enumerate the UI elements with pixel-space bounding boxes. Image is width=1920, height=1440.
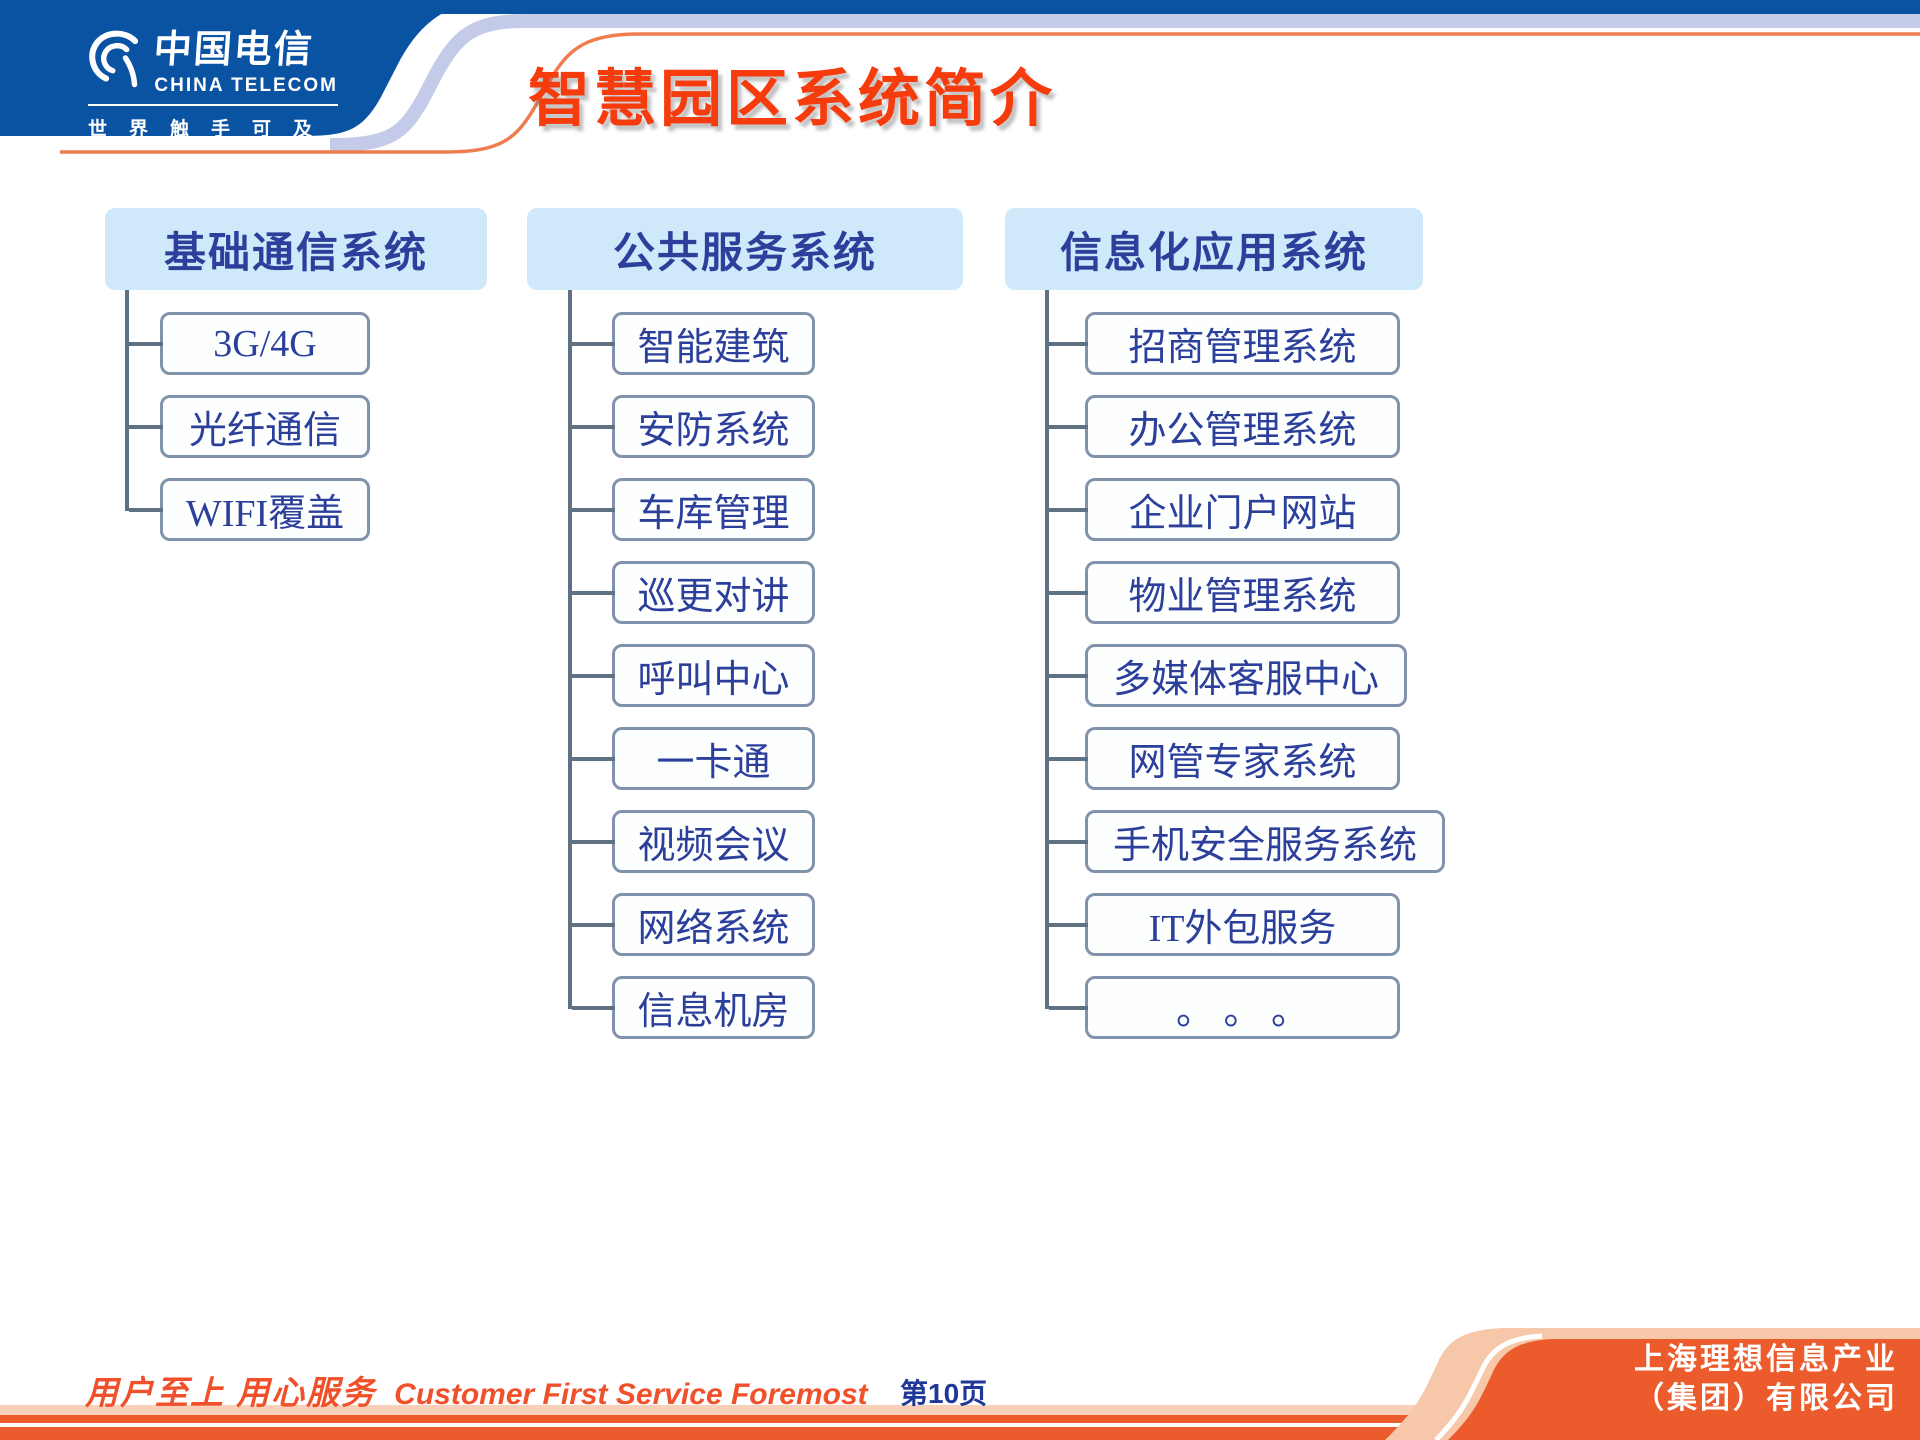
tree-node: IT外包服务 [1049,893,1400,956]
tree-node: 智能建筑 [572,312,815,375]
tree-node: 手机安全服务系统 [1048,810,1446,873]
tree-node: 视频会议 [572,810,815,873]
column-header-label: 信息化应用系统 [1059,230,1368,277]
column-header: 公共服务系统 [527,208,963,290]
company-name: 上海理想信息产业 （集团）有限公司 [1634,1340,1898,1418]
tree-node-label: 物业管理系统 [1128,576,1357,618]
column-children: 智能建筑安防系统车库管理巡更对讲呼叫中心一卡通视频会议网络系统信息机房 [527,290,963,1039]
tree-node: 安防系统 [572,395,815,458]
tree-node-label: 企业门户网站 [1128,493,1357,535]
logo-row: 中国电信 CHINA TELECOM [88,18,338,97]
tree-node-label: 网管专家系统 [1128,742,1357,784]
tree-node: WIFI覆盖 [129,478,370,541]
column-header: 基础通信系统 [105,208,487,290]
diagram-column: 基础通信系统 3G/4G 光纤通信 WIFI覆盖 [105,208,487,561]
diagram: 基础通信系统 3G/4G 光纤通信 WIFI覆盖 公共服务系统 智能建筑安防系统车库… [105,208,1446,1059]
company-name-line1: 上海理想信息产业 [1634,1343,1898,1376]
tree-node: 一卡通 [572,727,815,790]
tree-node: 招商管理系统 [1049,312,1400,375]
tree-node-label: 多媒体客服中心 [1113,659,1380,701]
tree-node: 3G/4G [129,312,370,375]
column-header-label: 公共服务系统 [612,230,877,277]
china-telecom-logo-icon [89,30,139,87]
tree-node-label: 网络系统 [637,908,790,950]
tree-node: 。 。 。 [1049,976,1400,1039]
column-header-label: 基础通信系统 [163,230,428,277]
tree-node-label: 巡更对讲 [637,576,790,618]
footer-slogan-cn: 用户至上 用心服务 [85,1374,377,1411]
tree-node: 巡更对讲 [572,561,815,624]
tree-node-label: 手机安全服务系统 [1113,825,1418,867]
tree-node: 车库管理 [572,478,815,541]
tree-node: 网络系统 [572,893,815,956]
tree-node-label: 视频会议 [637,825,790,867]
logo-divider [88,104,338,106]
brand-name-cn: 中国电信 [152,29,316,71]
tree-node: 物业管理系统 [1049,561,1400,624]
header-top-bar [0,0,1920,14]
footer-orange-stripe [0,1415,1920,1423]
brand-name-en: CHINA TELECOM [154,75,338,96]
tree-node-label: 呼叫中心 [637,659,790,701]
tree-node: 多媒体客服中心 [1048,644,1408,707]
page-number: 第10页 [900,1378,988,1409]
footer-peach-stripe [0,1405,1920,1415]
column-header: 信息化应用系统 [1005,208,1423,290]
tree-node-label: 信息机房 [637,991,790,1033]
tree-node-label: 3G/4G [213,322,317,365]
footer-slogan-en: Customer First Service Foremost [394,1378,868,1411]
page-title: 智慧园区系统简介 [528,65,1057,134]
tree-node-label: 招商管理系统 [1128,327,1357,369]
tree-node: 信息机房 [572,976,815,1039]
footer-stripes-decoration [0,1328,1920,1440]
column-children: 3G/4G 光纤通信 WIFI覆盖 [105,290,487,541]
tree-node-label: 智能建筑 [637,327,790,369]
periwinkle-band [329,14,1920,152]
tree-node-label: 。 。 。 [1175,991,1309,1033]
column-children: 招商管理系统办公管理系统企业门户网站物业管理系统多媒体客服中心网管专家系统手机安… [1005,290,1446,1039]
tree-vertical-line [125,290,129,511]
orange-curve-line [60,32,1920,154]
logo-text-stack: 中国电信 CHINA TELECOM [152,18,338,97]
tree-node-label: 办公管理系统 [1128,410,1357,452]
tree-node-label: WIFI覆盖 [185,493,345,535]
brand-tagline: 世界触手可及 [88,119,335,140]
tree-vertical-line [1045,290,1049,1009]
footer-orange-swoosh [1448,1339,1920,1440]
tree-node: 企业门户网站 [1049,478,1400,541]
company-name-line2: （集团）有限公司 [1634,1382,1898,1415]
footer-white-stripe [0,1423,1920,1427]
tree-node: 办公管理系统 [1049,395,1400,458]
tree-node: 网管专家系统 [1049,727,1400,790]
diagram-column: 公共服务系统 智能建筑安防系统车库管理巡更对讲呼叫中心一卡通视频会议网络系统信息… [527,208,963,1059]
tree-node-label: 光纤通信 [188,410,341,452]
tree-node: 呼叫中心 [572,644,815,707]
tree-node-label: 一卡通 [656,742,771,784]
footer-slogan: 用户至上 用心服务 Customer First Service Foremos… [85,1366,868,1414]
tree-node-label: 车库管理 [637,493,790,535]
footer-white-curve [1434,1333,1543,1440]
china-telecom-logo: 中国电信 CHINA TELECOM 世界触手可及 [88,18,338,141]
tree-node: 光纤通信 [129,395,370,458]
tree-node-label: IT外包服务 [1148,908,1337,950]
tree-node-label: 安防系统 [637,410,790,452]
tree-vertical-line [568,290,572,1009]
diagram-column: 信息化应用系统 招商管理系统办公管理系统企业门户网站物业管理系统多媒体客服中心网… [1005,208,1446,1059]
